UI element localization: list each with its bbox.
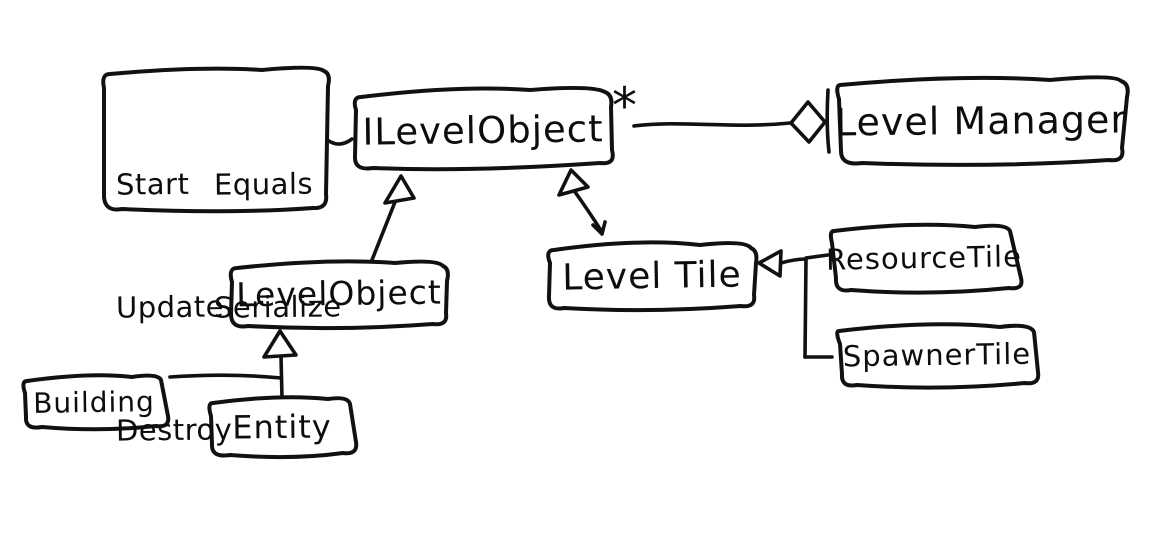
edge-methods-connector xyxy=(327,137,354,146)
edge-levelobject-inheritance-line xyxy=(370,200,397,262)
edge-entity-vertical xyxy=(279,354,284,400)
edge-tiles-horizontal xyxy=(779,257,808,265)
ilevelobject-label: ILevelObject xyxy=(362,106,604,154)
levelobject-box xyxy=(228,259,450,331)
levelobject-label: LevelObject xyxy=(235,272,443,314)
inheritance-triangle-levelobject-icon xyxy=(383,174,416,205)
inheritance-triangle-tiles-icon xyxy=(757,249,783,278)
resourcetile-box xyxy=(828,222,1024,295)
inheritance-triangle-leveltile-icon xyxy=(557,168,590,197)
leveltile-box xyxy=(546,240,759,313)
inheritance-triangle-building-entity-icon xyxy=(262,329,298,359)
edge-leveltile-inheritance-line xyxy=(573,190,604,234)
leveltile-label: Level Tile xyxy=(561,253,743,299)
levelmanager-box xyxy=(835,75,1130,167)
methods-note-column2: Equals Serialize xyxy=(214,82,342,410)
ilevelobject-box xyxy=(352,85,615,172)
spawnertile-label: SpawnerTile xyxy=(842,336,1032,374)
edge-building-horizontal xyxy=(168,373,283,380)
levelmanager-left-edge-stroke xyxy=(825,88,831,154)
entity-label: Entity xyxy=(232,407,332,447)
entity-box xyxy=(207,395,359,460)
method-equals-label: Equals xyxy=(213,166,314,202)
edge-tiles-vertical xyxy=(803,257,808,359)
resourcetile-label: ResourceTile xyxy=(825,239,1023,277)
building-box xyxy=(21,373,171,432)
edge-leveltile-arrow-barb xyxy=(591,220,607,236)
edge-aggregation-line xyxy=(632,121,792,128)
methods-note-box xyxy=(101,65,331,214)
aggregation-diamond-icon xyxy=(789,100,827,144)
levelmanager-label: Level Manager xyxy=(834,97,1128,145)
edge-tiles-stub-resourcetile xyxy=(804,253,830,260)
building-label: Building xyxy=(32,384,156,420)
spawnertile-box xyxy=(835,322,1041,390)
aggregation-multiplicity-star: * xyxy=(612,77,638,135)
